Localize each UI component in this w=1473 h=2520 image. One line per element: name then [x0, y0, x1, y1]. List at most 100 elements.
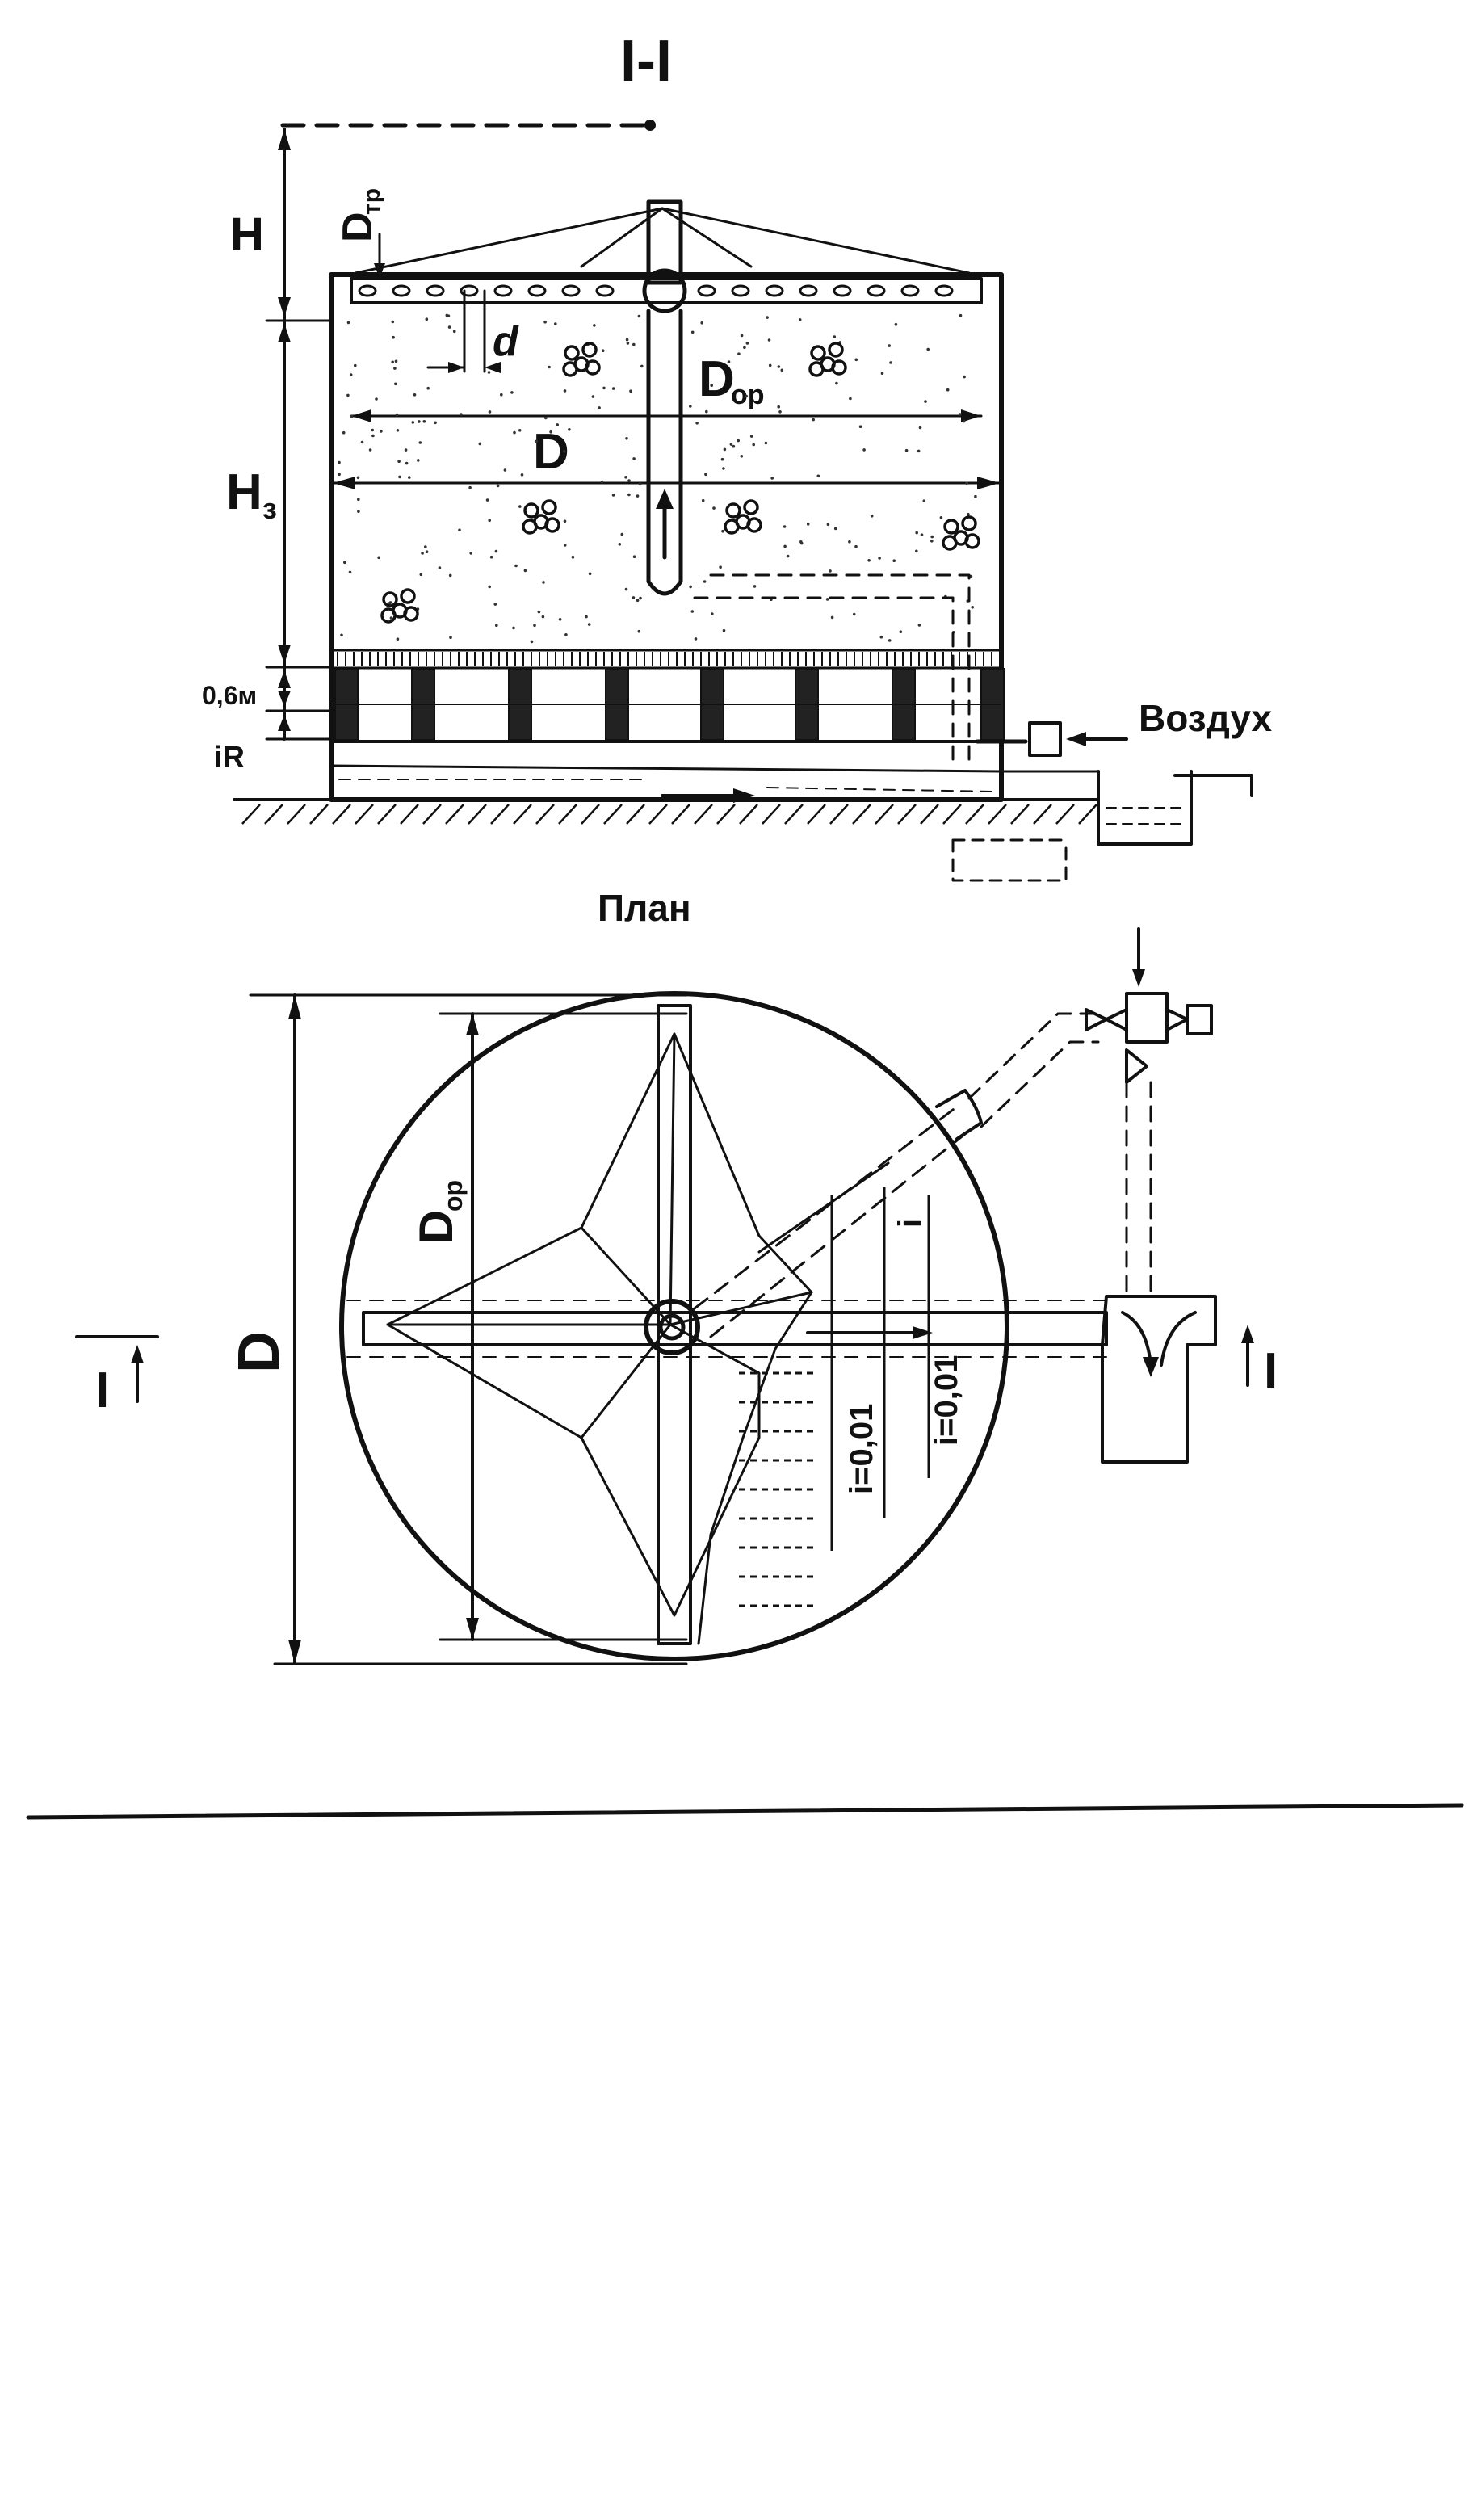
media-dot — [625, 437, 628, 440]
media-dot — [917, 449, 921, 453]
droplet — [562, 361, 578, 377]
media-dot — [721, 529, 724, 533]
media-dot — [513, 430, 516, 435]
media-dot — [503, 468, 507, 472]
droplet — [585, 359, 601, 376]
hatch-stroke — [287, 804, 306, 825]
media-dot — [523, 569, 527, 573]
media-dot — [544, 416, 548, 420]
media-dot — [826, 523, 830, 527]
media-dot — [812, 418, 815, 422]
media-dot — [918, 426, 922, 430]
media-dot — [452, 330, 456, 334]
droplet — [942, 535, 958, 551]
media-dot — [418, 420, 421, 423]
media-dot — [959, 313, 963, 317]
media-dot — [783, 525, 787, 528]
media-dot — [602, 386, 606, 390]
media-dot — [395, 413, 399, 417]
media-dot — [417, 459, 420, 462]
media-dot — [518, 505, 522, 508]
media-dot — [915, 531, 918, 535]
sprinkler-holes — [358, 284, 954, 297]
media-dot — [922, 499, 926, 502]
arrow-right-icon — [448, 362, 464, 373]
outlet-water — [1106, 807, 1184, 825]
star-cable — [580, 1323, 672, 1439]
sprinkler-hole — [867, 284, 886, 297]
feed-pipe-end — [935, 1089, 983, 1140]
hatch-stroke — [264, 804, 283, 825]
media-dot — [637, 629, 641, 633]
media-dot — [835, 381, 838, 385]
media-dot — [424, 545, 427, 548]
label-pipe-diameter: D тр — [334, 188, 385, 242]
media-dot — [880, 372, 884, 376]
media-dot — [740, 455, 744, 458]
media-dot — [694, 637, 698, 640]
hatch-stroke — [355, 804, 374, 825]
media-dot — [512, 626, 515, 630]
media-dot — [542, 581, 545, 584]
arrow-up-icon — [278, 670, 291, 688]
media-dot — [723, 447, 727, 452]
droplet — [725, 502, 741, 519]
label-hole-diameter: d — [493, 318, 519, 365]
label-plan-sprinkler: D ор — [410, 1180, 468, 1244]
hatch-stroke — [558, 804, 577, 825]
media-dot — [786, 554, 790, 558]
section-cut-point — [644, 120, 656, 131]
hatch-stroke — [671, 804, 690, 825]
media-dot — [700, 321, 703, 325]
media-dot — [729, 443, 733, 446]
media-dot — [533, 624, 536, 628]
media-dot — [848, 540, 851, 544]
hatch-stroke — [988, 804, 1007, 825]
media-dot — [554, 322, 557, 326]
media-dot — [690, 330, 695, 334]
hatch-stroke — [603, 804, 623, 825]
media-dot — [413, 393, 417, 397]
sprinkler-hole — [561, 284, 581, 297]
media-dot — [388, 602, 392, 605]
media-dot — [959, 413, 962, 416]
droplet — [964, 533, 980, 549]
media-dot — [904, 448, 909, 452]
media-dot — [636, 598, 640, 603]
arrow-up-icon — [466, 1014, 479, 1035]
media-dot — [377, 556, 380, 560]
sprinkler-hole — [799, 284, 818, 297]
media-dot — [862, 448, 866, 452]
media-dot — [478, 442, 482, 446]
droplet — [961, 515, 977, 531]
hatch-stroke — [241, 804, 261, 825]
label-drainage-height: 0,6м — [202, 681, 257, 710]
hatch-stroke — [829, 804, 849, 825]
media-dot — [783, 544, 787, 548]
media-dot — [632, 555, 636, 558]
media-dot — [421, 552, 424, 555]
media-dot — [396, 429, 400, 432]
section-title: I-I — [620, 29, 672, 94]
slope-label-1: i=0,01 — [844, 1404, 879, 1494]
media-dot — [849, 397, 852, 401]
arrow-up-icon — [131, 1345, 144, 1363]
media-dot — [460, 413, 463, 416]
media-dot — [766, 316, 769, 319]
arrow-down-icon — [466, 1618, 479, 1640]
media-dot — [488, 410, 492, 414]
hatch-stroke — [1010, 804, 1030, 825]
media-dot — [854, 544, 858, 548]
hatch-stroke — [445, 804, 464, 825]
droplet — [743, 499, 759, 515]
media-dot — [371, 428, 375, 432]
feed-pipe-bend — [967, 1012, 1100, 1100]
hatch-stroke — [694, 804, 713, 825]
droplet — [382, 591, 398, 607]
media-dot — [419, 573, 423, 577]
hatch-stroke — [309, 804, 329, 825]
media-dot — [720, 457, 724, 461]
droplet — [541, 499, 557, 515]
media-dot — [411, 421, 415, 424]
